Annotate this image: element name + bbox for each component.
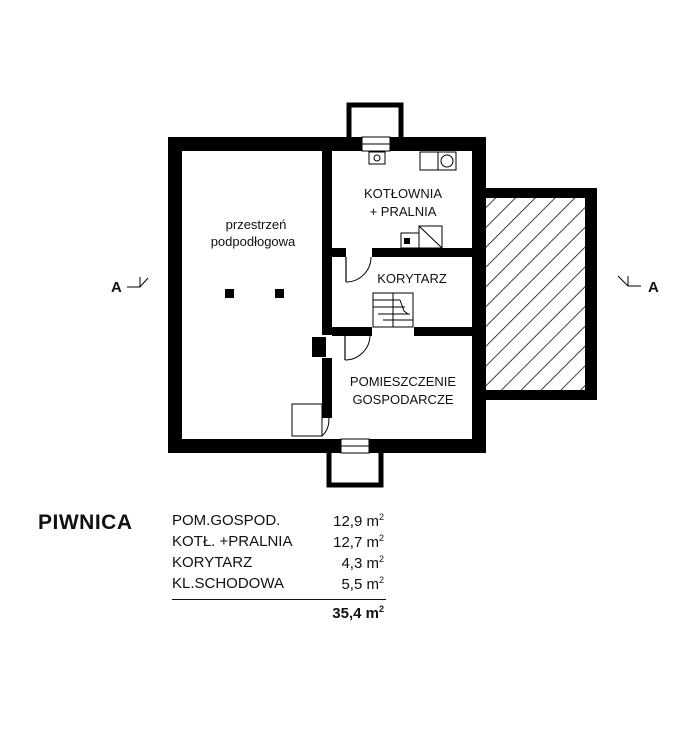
boiler-icon xyxy=(400,225,443,249)
window-bottom xyxy=(340,438,370,454)
area-name: KORYTARZ xyxy=(172,554,253,571)
sink-icon xyxy=(368,151,386,165)
window-shaft-bottom xyxy=(326,446,384,488)
area-value: 12,7 m2 xyxy=(333,533,384,551)
door-utility-room xyxy=(344,335,371,361)
room-label-boiler-2: + PRALNIA xyxy=(370,204,437,219)
area-row: POM.GOSPOD. 12,9 m2 xyxy=(172,512,384,532)
area-row: KORYTARZ 4,3 m2 xyxy=(172,554,384,574)
floor-title: PIWNICA xyxy=(38,511,133,534)
area-value: 4,3 m2 xyxy=(341,554,384,572)
window-shaft-top xyxy=(346,102,404,144)
washing-machine-icon xyxy=(419,151,457,171)
section-label-left: A xyxy=(111,279,122,296)
total-area: 35,4 m2 xyxy=(332,604,384,622)
room-label-crawl-space-1: przestrzeń xyxy=(226,217,287,232)
door-boiler-room xyxy=(345,256,372,283)
section-mark-left: A xyxy=(111,277,149,296)
window-top xyxy=(361,136,391,152)
area-name: KOTŁ. +PRALNIA xyxy=(172,533,293,550)
room-label-utility-1: POMIESZCZENIE xyxy=(350,374,457,389)
pillar-right xyxy=(275,289,284,298)
area-row: KL.SCHODOWA 5,5 m2 xyxy=(172,575,384,595)
area-value: 5,5 m2 xyxy=(341,575,384,593)
staircase xyxy=(372,292,414,328)
room-label-boiler-1: KOTŁOWNIA xyxy=(364,186,442,201)
area-row: KOTŁ. +PRALNIA 12,7 m2 xyxy=(172,533,384,553)
total-divider xyxy=(172,599,386,600)
section-label-right: A xyxy=(648,279,659,296)
terrace-hatched xyxy=(472,188,597,400)
room-label-utility-2: GOSPODARCZE xyxy=(352,392,453,407)
area-legend: PIWNICA POM.GOSPOD. 12,9 m2 KOTŁ. +PRALN… xyxy=(38,508,398,628)
pillar-left xyxy=(225,289,234,298)
section-mark-right: A xyxy=(617,275,659,296)
door-crawl-space xyxy=(291,403,330,437)
area-name: POM.GOSPOD. xyxy=(172,512,281,529)
area-name: KL.SCHODOWA xyxy=(172,575,284,592)
room-label-corridor: KORYTARZ xyxy=(377,271,447,286)
room-label-crawl-space-2: podpodłogowa xyxy=(211,234,296,249)
interior-walls xyxy=(312,151,472,418)
area-value: 12,9 m2 xyxy=(333,512,384,530)
